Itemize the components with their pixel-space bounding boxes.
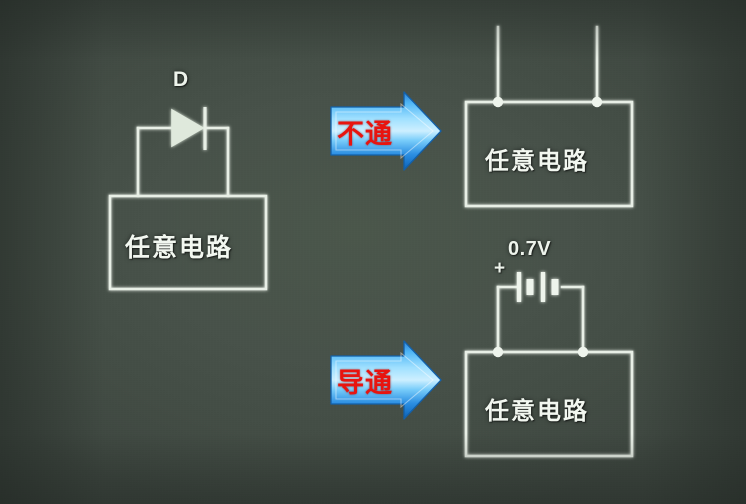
diode-label: D: [173, 68, 189, 91]
bottom-right-block-label: 任意电路: [485, 397, 589, 425]
left-circuit-block-box: [108, 194, 268, 291]
arrow-top-shape: [330, 91, 442, 171]
top-right-junction-dots: [492, 96, 603, 108]
arrow-bottom-label[interactable]: 导通: [337, 368, 393, 399]
left-block-label: 任意电路: [125, 233, 234, 262]
arrow-top-inner-highlight: [335, 102, 434, 160]
junction-dot: [591, 96, 603, 108]
bottom-right-circuit-group: [464, 285, 634, 458]
arrow-bottom-body: [330, 340, 442, 420]
arrow-bottom-inner-highlight: [335, 351, 434, 409]
junction-dot: [492, 96, 504, 108]
junction-dot: [577, 346, 589, 358]
top-right-circuit-group: [464, 25, 634, 208]
bottom-right-junction-dots: [492, 346, 589, 358]
top-right-block-box: [464, 100, 634, 208]
left-circuit-group: [108, 126, 268, 291]
diode-symbol: [171, 107, 207, 150]
arrow-top-label[interactable]: 不通: [337, 119, 393, 150]
diode-anode-triangle: [171, 108, 205, 148]
arrow-top-body: [330, 91, 442, 171]
junction-dot: [492, 346, 504, 358]
polarity-plus-label: +: [494, 258, 506, 279]
bottom-right-block-box: [464, 350, 634, 458]
top-right-block-label: 任意电路: [485, 147, 589, 175]
battery-symbol: [516, 272, 559, 302]
voltage-label: 0.7V: [508, 238, 552, 260]
arrow-bottom-shape: [330, 340, 442, 420]
